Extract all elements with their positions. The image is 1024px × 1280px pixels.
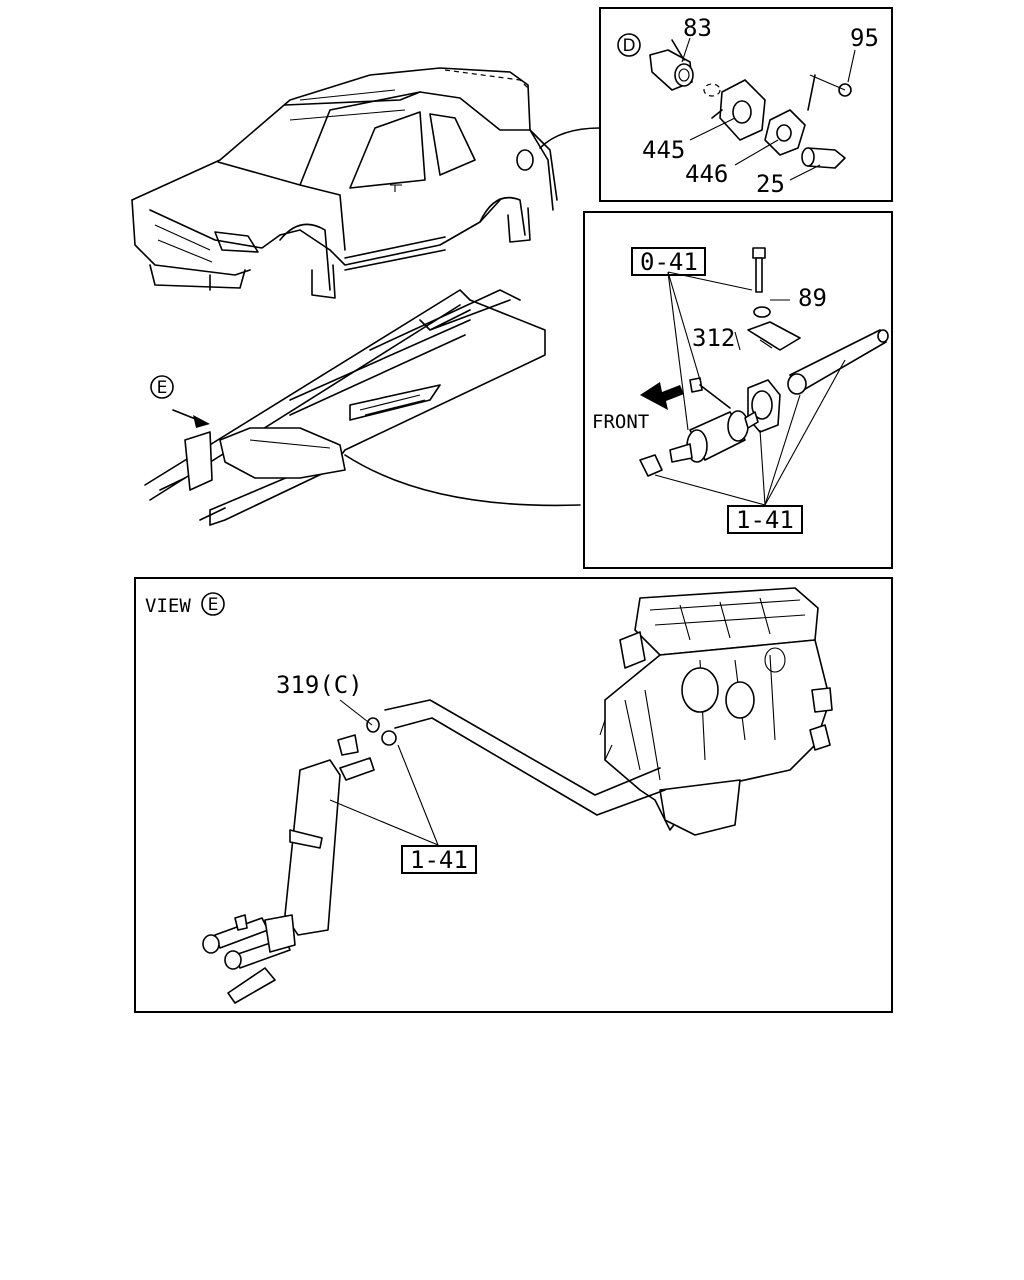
label-part-25: 25 [756, 170, 785, 198]
callout-box-0-41 [631, 247, 706, 276]
svg-text:E: E [208, 595, 219, 615]
detail-d-parts: D [617, 33, 856, 181]
leader-curve-to-detail-d [539, 127, 601, 149]
front-direction-label: FRONT [592, 411, 649, 433]
label-part-445: 445 [642, 136, 685, 164]
chassis-marker-e: E [150, 375, 174, 399]
label-part-312: 312 [692, 324, 735, 352]
vehicle-body-illustration [131, 67, 558, 299]
callout-box-1-41-filter [727, 505, 803, 534]
view-e-marker: E [201, 592, 225, 616]
detail-d-frame [599, 7, 893, 202]
view-e-frame [134, 577, 893, 1013]
chassis-frame-illustration [144, 289, 546, 526]
view-e-title: VIEW [145, 595, 191, 617]
label-part-83: 83 [683, 14, 712, 42]
callout-1-41-view-e-text: 1-41 [410, 846, 468, 874]
callout-1-41-filter-text: 1-41 [736, 506, 794, 534]
callout-0-41-text: 0-41 [640, 248, 698, 276]
filter-detail-frame [583, 211, 893, 569]
label-part-95: 95 [850, 24, 879, 52]
label-part-446: 446 [685, 160, 728, 188]
svg-text:D: D [622, 36, 635, 56]
label-part-89: 89 [798, 284, 827, 312]
svg-text:E: E [157, 378, 168, 398]
label-part-319c: 319(C) [276, 671, 363, 699]
leader-curve-to-filter-detail [344, 454, 581, 507]
view-e-engine-illustration [599, 587, 833, 836]
callout-box-1-41-view-e [401, 845, 477, 874]
filter-detail-parts [639, 247, 889, 506]
view-e-fuel-lines [202, 699, 666, 1004]
